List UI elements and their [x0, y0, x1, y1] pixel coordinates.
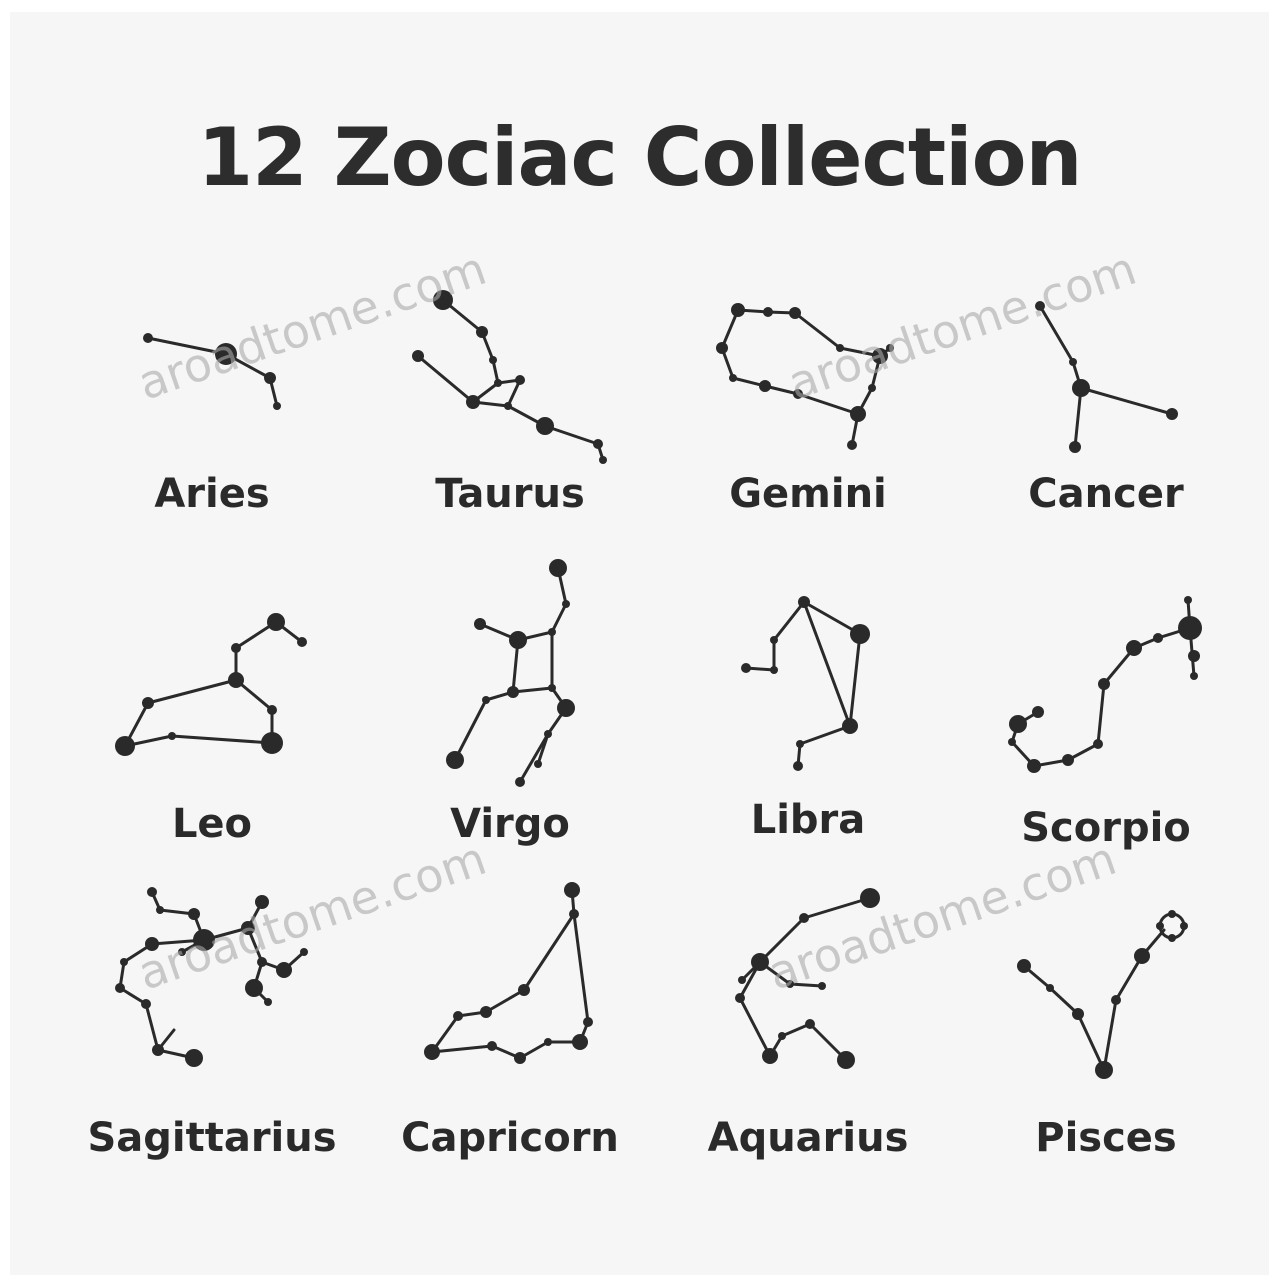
- label-taurus: Taurus: [435, 471, 585, 517]
- label-gemini: Gemini: [729, 471, 887, 517]
- label-cancer: Cancer: [1028, 471, 1184, 517]
- pisces-constellation: [1022, 912, 1186, 1072]
- leo-constellation: [123, 620, 304, 748]
- label-libra: Libra: [750, 797, 866, 843]
- label-pisces: Pisces: [1035, 1115, 1177, 1161]
- aries-constellation: [146, 336, 279, 408]
- capricorn-constellation: [430, 888, 590, 1060]
- label-aquarius: Aquarius: [707, 1115, 909, 1161]
- virgo-constellation: [453, 566, 568, 784]
- label-sagittarius: Sagittarius: [87, 1115, 337, 1161]
- taurus-constellation: [416, 298, 605, 462]
- label-aries: Aries: [154, 471, 270, 517]
- label-virgo: Virgo: [450, 801, 570, 847]
- background-panel: [10, 12, 1269, 1275]
- label-capricorn: Capricorn: [401, 1115, 619, 1161]
- page-title: 12 Zociac Collection: [197, 111, 1082, 204]
- label-leo: Leo: [171, 801, 253, 847]
- label-scorpio: Scorpio: [1021, 805, 1191, 851]
- cancer-constellation: [1038, 304, 1174, 449]
